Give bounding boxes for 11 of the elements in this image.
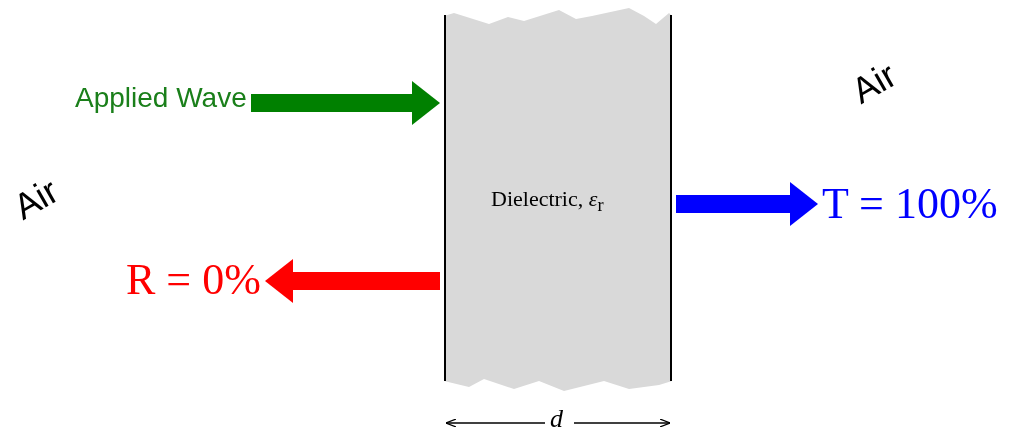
transmission-label: T = 100% <box>822 178 998 229</box>
wave-label: Applied Wave <box>75 82 247 114</box>
dimension-label: d <box>550 404 563 432</box>
material-label: Dielectric, ε$_{r}$ <box>491 186 604 217</box>
reflection-label: R = 0% <box>126 254 261 305</box>
block-arrow <box>251 81 440 125</box>
block-arrow <box>265 259 440 303</box>
medium-label: Air <box>6 169 66 229</box>
dielectric-slab <box>444 8 672 393</box>
medium-label: Air <box>844 53 904 113</box>
block-arrow <box>676 182 818 226</box>
